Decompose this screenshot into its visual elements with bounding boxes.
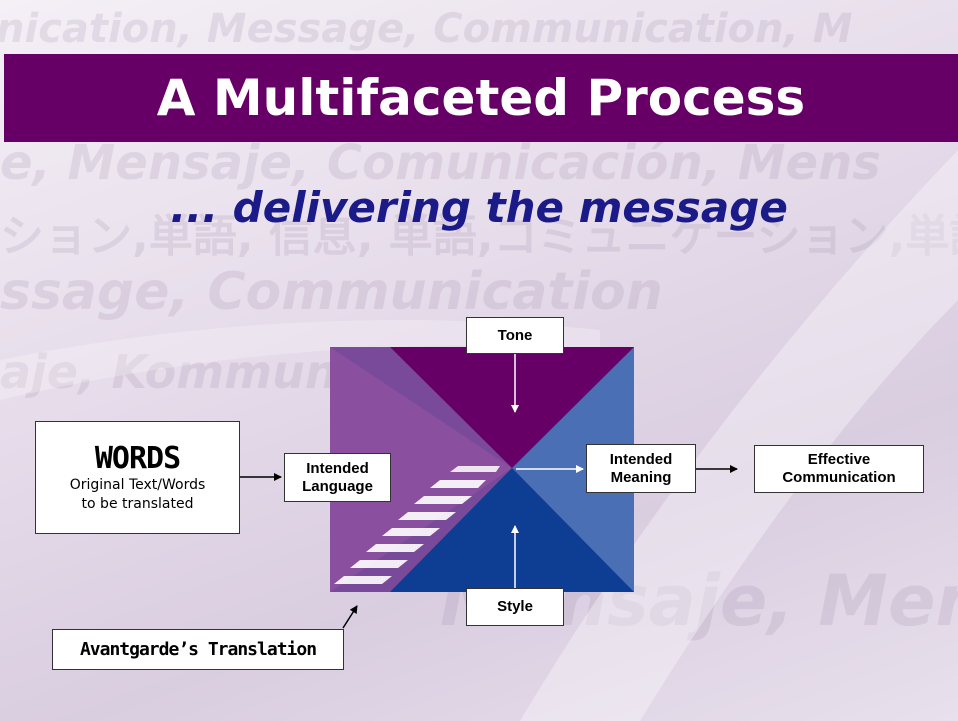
effective-communication-label: Effective Communication: [782, 451, 896, 486]
style-box: Style: [466, 588, 564, 626]
intended-meaning-box: Intended Meaning: [586, 444, 696, 493]
intended-language-box: Intended Language: [284, 453, 391, 502]
arrow-avantgarde-to-stripes: [342, 605, 358, 629]
left-triangle: [330, 347, 512, 592]
words-title: WORDS: [94, 440, 181, 476]
tone-label: Tone: [497, 326, 533, 344]
translation-stripes: [334, 466, 500, 584]
avantgarde-translation-box: Avantgarde’s Translation: [52, 629, 344, 670]
words-box: WORDS Original Text/Words to be translat…: [35, 421, 240, 534]
page-title: A Multifaceted Process: [156, 69, 806, 127]
words-subtitle-line-2: to be translated: [81, 495, 194, 512]
words-subtitle-line-1: Original Text/Words: [69, 476, 206, 493]
page-subtitle: ... delivering the message: [170, 183, 788, 232]
intended-language-label: Intended Language: [302, 459, 373, 495]
avantgarde-translation-label: Avantgarde’s Translation: [79, 639, 317, 660]
tone-box: Tone: [466, 317, 564, 354]
intended-meaning-label: Intended Meaning: [609, 450, 673, 486]
style-label: Style: [497, 598, 533, 615]
effective-communication-box: Effective Communication: [754, 445, 924, 493]
title-bar: A Multifaceted Process: [4, 54, 958, 142]
